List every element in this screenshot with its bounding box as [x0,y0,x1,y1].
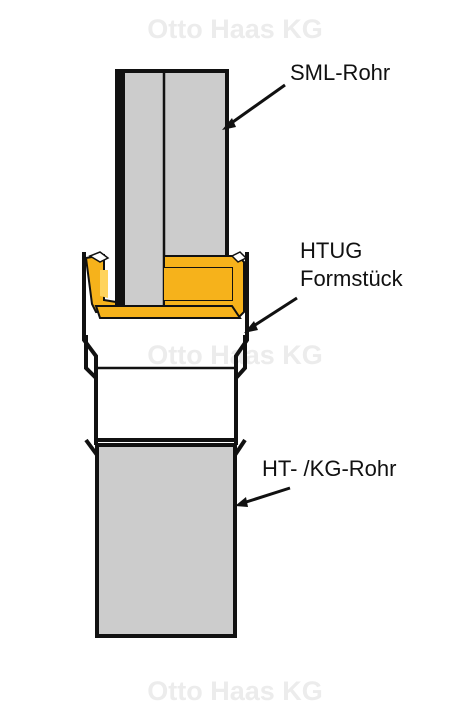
leader-htug [251,296,298,329]
seal-lip-right [230,251,248,263]
watermark-bottom: Otto Haas KG [147,676,323,706]
label-sml-text: SML-Rohr [290,60,390,85]
label-htkg: HT- /KG-Rohr [235,456,396,507]
seal-right-block [164,268,232,300]
ht-kg-pipe-body [95,443,237,638]
label-htug-line1: HTUG [300,238,362,263]
leader-htkg-arrowhead [235,497,248,507]
seal-lip [88,251,110,263]
leader-sml [229,83,286,126]
label-sml: SML-Rohr [222,60,390,130]
leader-htug-arrowhead [244,321,258,333]
htug-seal [84,251,248,319]
watermark-top: Otto Haas KG [147,14,323,44]
ht-kg-pipe-shoulder [84,438,247,636]
seal-highlight [100,270,108,298]
sml-pipe-wall-dark [117,71,125,307]
htug-fitting-outline [82,252,249,442]
seal-bottom [94,305,242,319]
label-htkg-text: HT- /KG-Rohr [262,456,396,481]
label-htug: HTUG Formstück [244,238,404,333]
leader-sml-arrowhead [222,118,236,130]
label-htug-line2: Formstück [300,266,404,291]
htug-fitting [82,252,249,442]
ht-kg-pipe [84,335,247,638]
leader-htkg [242,486,291,505]
